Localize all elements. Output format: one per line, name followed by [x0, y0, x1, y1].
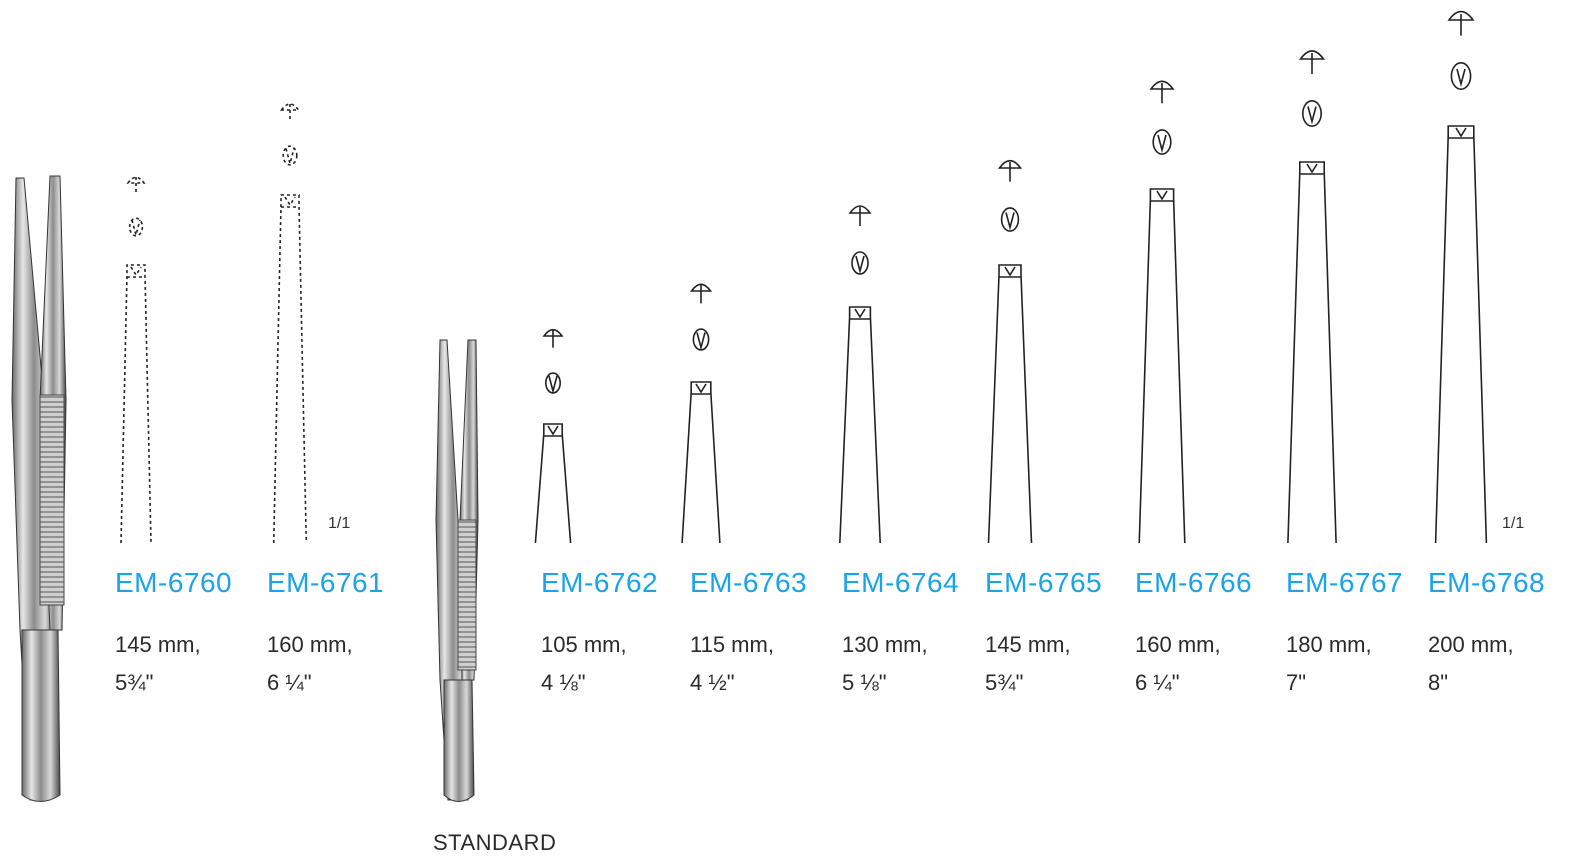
length-inch: 6 ¼" — [1135, 670, 1180, 695]
forceps-outlines — [120, 10, 1488, 544]
tip-section-tooth — [285, 148, 295, 167]
tip-profile — [542, 328, 564, 337]
blade-outline — [1434, 125, 1488, 544]
tip-profile — [997, 159, 1023, 169]
product-size: 200 mm, 8" — [1428, 626, 1514, 702]
tip-tooth — [130, 266, 142, 277]
product-code: EM-6768 — [1428, 567, 1546, 598]
tip-section-tooth — [696, 332, 706, 351]
standard-caption: STANDARD — [433, 830, 557, 855]
tip-tooth — [1156, 190, 1168, 201]
product-size: 130 mm, 5 ⅛" — [842, 626, 928, 702]
tip-section-oval — [1000, 207, 1020, 232]
length-mm: 200 mm, — [1428, 632, 1514, 657]
product-code: EM-6767 — [1286, 567, 1404, 598]
blade-outline — [1287, 161, 1337, 544]
tip-section-oval — [282, 145, 298, 166]
tip-profile — [1149, 80, 1175, 90]
tip-section-oval — [1152, 129, 1172, 155]
length-inch: 5 ⅛" — [842, 670, 887, 695]
tip-profile — [126, 176, 146, 184]
length-mm: 105 mm, — [541, 632, 627, 657]
product-code: EM-6761 — [267, 567, 385, 598]
tip-section-tooth — [131, 219, 141, 239]
product-code: EM-6763 — [690, 567, 808, 598]
tip-profile — [848, 205, 872, 214]
tip-section-tooth — [855, 255, 865, 275]
tip-section-tooth — [548, 375, 558, 395]
product-code: EM-6762 — [541, 567, 659, 598]
blade-outline — [681, 381, 721, 544]
product-size: 160 mm, 6 ¼" — [1135, 626, 1221, 702]
product-code: EM-6760 — [115, 567, 233, 598]
product-size: 180 mm, 7" — [1286, 626, 1372, 702]
length-mm: 145 mm, — [985, 632, 1071, 657]
blade-outline — [534, 423, 572, 544]
tip-profile — [1298, 50, 1326, 60]
tip-section-tooth — [1157, 134, 1167, 154]
product-size: 115 mm, 4 ½" — [690, 626, 774, 702]
tip-section-oval — [128, 217, 144, 237]
tip-tooth — [1004, 266, 1016, 277]
length-mm: 145 mm, — [115, 632, 201, 657]
length-mm: 160 mm, — [267, 632, 353, 657]
tip-tooth — [284, 196, 296, 207]
blade-outline — [839, 306, 881, 544]
tip-profile — [1447, 10, 1475, 21]
length-mm: 130 mm, — [842, 632, 928, 657]
length-inch: 4 ⅛" — [541, 670, 586, 695]
tip-profile — [689, 283, 713, 292]
product-size: 105 mm, 4 ⅛" — [541, 626, 627, 702]
blade-outline — [272, 194, 308, 544]
tip-tooth — [695, 383, 707, 394]
tip-section-oval — [1450, 61, 1472, 90]
length-mm: 160 mm, — [1135, 632, 1221, 657]
length-inch: 6 ¼" — [267, 670, 312, 695]
blade-outline — [987, 264, 1033, 544]
length-inch: 5¾" — [985, 670, 1024, 695]
length-inch: 4 ½" — [690, 670, 735, 695]
scale-label: 1/1 — [328, 515, 351, 532]
product-code: EM-6764 — [842, 567, 960, 598]
blade-outline — [120, 264, 152, 544]
tip-tooth — [1455, 127, 1467, 138]
product-code: EM-6765 — [985, 567, 1103, 598]
length-inch: 5¾" — [115, 670, 154, 695]
forceps-photo-large — [11, 175, 67, 802]
length-mm: 115 mm, — [690, 632, 774, 657]
forceps-photo-standard — [435, 339, 479, 802]
tip-tooth — [1306, 163, 1318, 174]
tip-section-tooth — [1005, 212, 1015, 231]
product-size: 145 mm, 5¾" — [985, 626, 1071, 702]
tip-tooth — [854, 308, 866, 319]
product-size: 160 mm, 6 ¼" — [267, 626, 353, 702]
length-inch: 7" — [1286, 670, 1307, 695]
tip-section-tooth — [1307, 106, 1317, 125]
product-size: 145 mm, 5¾" — [115, 626, 201, 702]
tip-profile — [279, 103, 301, 111]
tip-tooth — [547, 425, 559, 436]
length-inch: 8" — [1428, 670, 1449, 695]
length-mm: 180 mm, — [1286, 632, 1372, 657]
tip-section-tooth — [1456, 68, 1466, 88]
scale-label: 1/1 — [1502, 515, 1525, 532]
tip-section-oval — [1302, 100, 1323, 127]
product-code: EM-6766 — [1135, 567, 1253, 598]
blade-outline — [1138, 188, 1186, 544]
